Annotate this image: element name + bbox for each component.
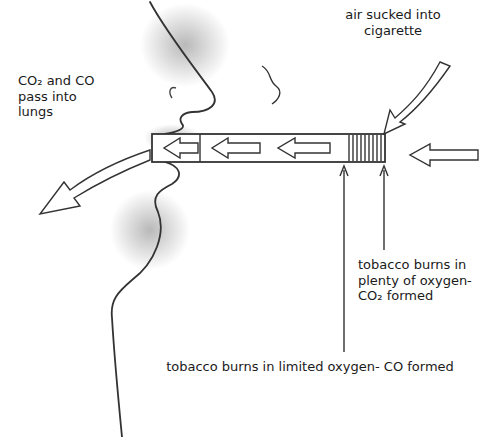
annotation-label: CO₂ and CO pass into lungs	[16, 72, 116, 121]
annotation-label: tobacco burns in limited oxygen- CO form…	[150, 358, 470, 376]
lungs-arrow	[40, 150, 150, 214]
air-curved-arrow	[384, 62, 450, 134]
nose-shading	[140, 3, 230, 87]
smoke-arrow	[212, 138, 260, 158]
air-arrow	[410, 144, 478, 166]
leader-arrowhead	[340, 166, 348, 176]
smoke-squiggle	[262, 66, 280, 104]
leader-line	[383, 170, 384, 250]
annotation-label: air sucked into cigarette	[318, 6, 468, 39]
filter-line	[199, 134, 200, 162]
leader-arrowhead	[380, 166, 388, 176]
cigarette	[152, 134, 385, 162]
leader-line	[343, 170, 344, 352]
nostril	[170, 88, 176, 98]
burning-tobacco	[347, 135, 384, 161]
chin-shading	[110, 190, 190, 270]
smoke-arrow	[164, 138, 198, 158]
annotation-label: tobacco burns in plenty of oxygen- CO₂ f…	[356, 256, 482, 305]
smoke-arrow	[278, 138, 330, 158]
